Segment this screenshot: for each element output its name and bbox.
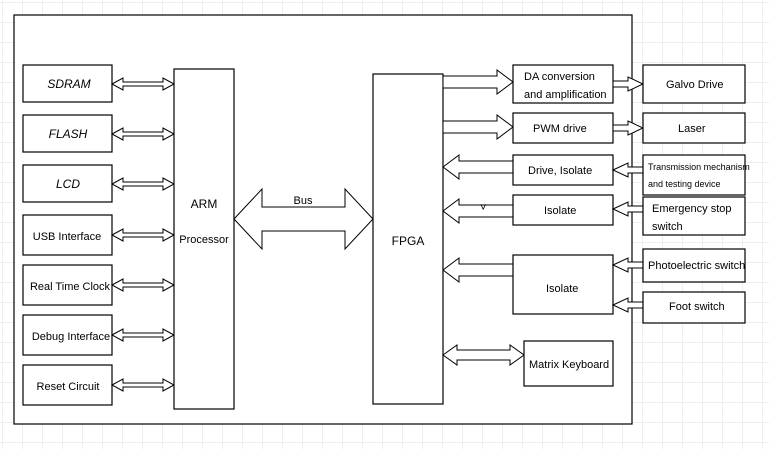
transmission-label-line1: Transmission mechanism [648, 162, 750, 172]
pwm-drive-block: PWM drive [512, 112, 614, 144]
da-conversion-label-line1: DA conversion [524, 71, 595, 83]
photoelectric-switch-label: Photoelectric switch [648, 260, 745, 272]
stray-mark: ˅ [480, 202, 486, 214]
module-sdram: SDRAM [22, 64, 113, 103]
isolate2-block: Isolate [512, 254, 614, 315]
module-reset-circuit: Reset Circuit [22, 364, 113, 406]
module-debug-interface-label: Debug Interface [32, 331, 110, 343]
pwm-laser-arrow [612, 120, 645, 136]
processor-label: Processor [179, 234, 229, 246]
galvo-drive-block: Galvo Drive [642, 64, 746, 104]
transmission-label-line2: and testing device [648, 179, 721, 189]
fpga-pwm-arrow [442, 114, 514, 140]
module-usb-interface-label: USB Interface [33, 231, 101, 243]
emergency-stop-label-line2: switch [652, 221, 683, 233]
arm-processor-block: ARM Processor [173, 68, 235, 410]
module-real-time-clock: Real Time Clock [22, 264, 113, 306]
da-conversion-block: DA conversion and amplification [512, 64, 614, 104]
module-flash: FLASH [22, 114, 113, 153]
pwm-drive-label: PWM drive [533, 123, 587, 135]
matrix-keyboard-label: Matrix Keyboard [529, 359, 609, 371]
module-lcd: LCD [22, 164, 113, 203]
drive-isolate-label: Drive, Isolate [528, 165, 592, 177]
laser-label: Laser [678, 123, 706, 135]
bus-label: Bus [294, 195, 313, 207]
da-conversion-label-line2: and amplification [524, 89, 607, 101]
emergency-stop-block: Emergency stop switch [642, 196, 746, 236]
module-flash-label: FLASH [49, 127, 88, 141]
fpga-block: FPGA [372, 73, 444, 405]
arm-label: ARM [191, 197, 218, 211]
emergency-stop-label-line1: Emergency stop [652, 203, 731, 215]
fpga-da-arrow [442, 69, 514, 95]
module-reset-circuit-label: Reset Circuit [37, 381, 100, 393]
isolate1-block: Isolate [512, 194, 614, 226]
module-usb-interface: USB Interface [22, 214, 113, 256]
module-sdram-label: SDRAM [47, 77, 90, 91]
fpga-label: FPGA [392, 234, 425, 248]
laser-block: Laser [642, 112, 746, 144]
photoelectric-switch-block: Photoelectric switch [642, 248, 746, 283]
isolate2-label: Isolate [546, 283, 578, 295]
module-debug-interface: Debug Interface [22, 314, 113, 356]
galvo-drive-label: Galvo Drive [666, 79, 723, 91]
transmission-block: Transmission mechanism and testing devic… [642, 154, 750, 196]
module-lcd-label: LCD [56, 177, 80, 191]
da-galvo-arrow [612, 76, 645, 92]
foot-switch-block: Foot switch [642, 291, 746, 324]
module-real-time-clock-label: Real Time Clock [30, 281, 111, 293]
drive-isolate-block: Drive, Isolate [512, 154, 614, 186]
matrix-keyboard-block: Matrix Keyboard [523, 340, 614, 387]
foot-switch-label: Foot switch [669, 301, 725, 313]
isolate1-label: Isolate [544, 205, 576, 217]
